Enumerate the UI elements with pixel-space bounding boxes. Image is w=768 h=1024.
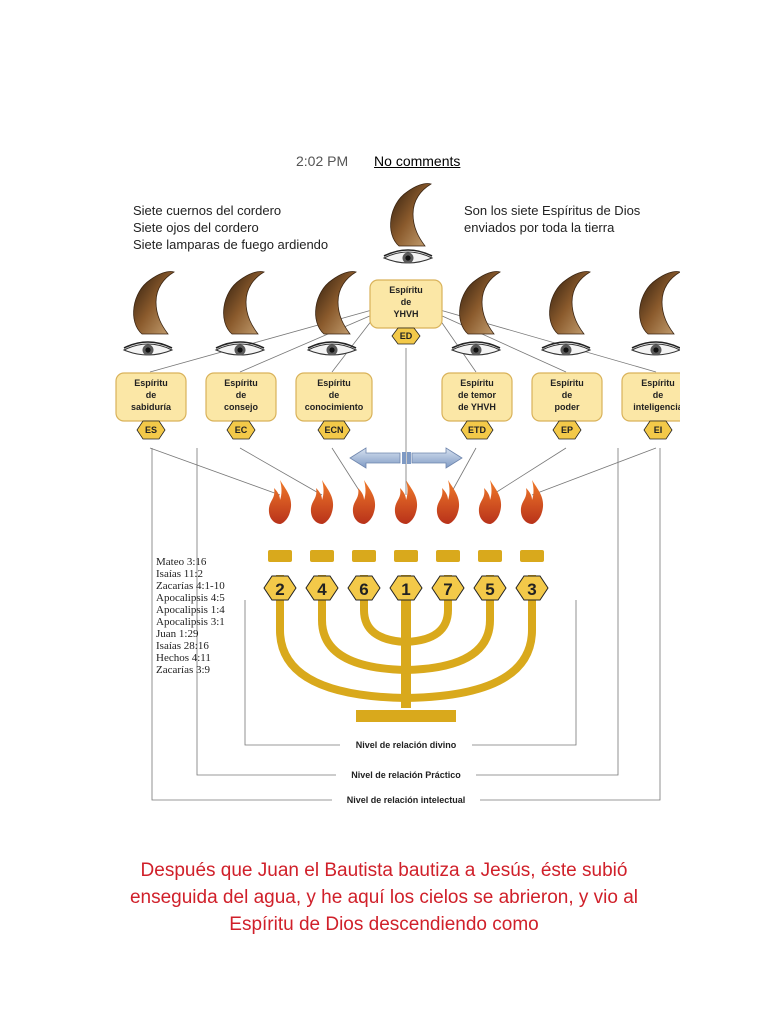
eye-icon-5 bbox=[541, 341, 591, 357]
eye-icon-6 bbox=[631, 341, 680, 357]
center-spirit-code: ED bbox=[400, 331, 413, 341]
svg-text:conocimiento: conocimiento bbox=[305, 402, 364, 412]
svg-text:Hechos 4:11: Hechos 4:11 bbox=[156, 652, 211, 664]
lamp-number-1: 2 bbox=[263, 575, 297, 601]
spirit-box-6: Espíritu de inteligencia EI bbox=[621, 372, 680, 440]
post-caption: Después que Juan el Bautista bautiza a J… bbox=[129, 860, 639, 935]
svg-text:Espíritu: Espíritu bbox=[389, 285, 423, 295]
svg-text:Espíritu: Espíritu bbox=[550, 378, 584, 388]
svg-text:Juan 1:29: Juan 1:29 bbox=[156, 628, 199, 640]
horn-icon-6 bbox=[639, 271, 680, 335]
post-meta: 2:02 PM No comments bbox=[296, 153, 460, 169]
comments-link[interactable]: No comments bbox=[374, 153, 461, 169]
svg-text:1: 1 bbox=[401, 580, 410, 599]
menorah-icon bbox=[276, 575, 536, 722]
left-line-3: Siete lamparas de fuego ardiendo bbox=[133, 237, 328, 252]
eye-icon-3 bbox=[307, 341, 357, 357]
svg-text:3: 3 bbox=[527, 580, 536, 599]
level-practical: Nivel de relación Práctico bbox=[351, 770, 461, 780]
svg-text:Espíritu: Espíritu bbox=[317, 378, 351, 388]
svg-text:Zacarías 3:9: Zacarías 3:9 bbox=[156, 664, 211, 676]
svg-text:7: 7 bbox=[443, 580, 452, 599]
scripture-references: Mateo 3:16 Isaías 11:2 Zacarías 4:1-10 A… bbox=[156, 556, 225, 676]
svg-text:Apocalipsis 1:4: Apocalipsis 1:4 bbox=[156, 604, 225, 616]
svg-text:de: de bbox=[236, 390, 247, 400]
svg-text:Apocalipsis 3:1: Apocalipsis 3:1 bbox=[156, 616, 225, 628]
center-spirit-box: Espíritu de YHVH ED bbox=[369, 279, 443, 345]
spirit-box-2: Espíritu de consejo EC bbox=[205, 372, 277, 440]
svg-text:de: de bbox=[146, 390, 157, 400]
flame-icon-5 bbox=[436, 480, 460, 524]
right-description: Son los siete Espíritus de Dios enviados… bbox=[464, 203, 641, 235]
lamp-number-6: 5 bbox=[473, 575, 507, 601]
svg-text:EC: EC bbox=[235, 425, 248, 435]
svg-text:ECN: ECN bbox=[324, 425, 343, 435]
svg-text:Isaías 28:16: Isaías 28:16 bbox=[156, 640, 209, 652]
lamp-number-2: 4 bbox=[305, 575, 339, 601]
eye-icon-2 bbox=[215, 341, 265, 357]
flame-icon-2 bbox=[310, 480, 334, 524]
level-intellectual: Nivel de relación intelectual bbox=[347, 795, 466, 805]
svg-text:ES: ES bbox=[145, 425, 157, 435]
horn-icon-4 bbox=[459, 271, 501, 335]
svg-text:Espíritu: Espíritu bbox=[224, 378, 258, 388]
level-divine: Nivel de relación divino bbox=[356, 740, 457, 750]
left-description: Siete cuernos del cordero Siete ojos del… bbox=[133, 203, 328, 252]
svg-text:sabiduría: sabiduría bbox=[131, 402, 172, 412]
svg-text:de: de bbox=[653, 390, 664, 400]
lamp-number-4: 1 bbox=[389, 575, 423, 601]
svg-text:de: de bbox=[401, 297, 412, 307]
post-time: 2:02 PM bbox=[296, 153, 349, 169]
svg-text:Apocalipsis 4:5: Apocalipsis 4:5 bbox=[156, 592, 225, 604]
svg-text:Zacarías 4:1-10: Zacarías 4:1-10 bbox=[156, 580, 225, 592]
lamp-number-5: 7 bbox=[431, 575, 465, 601]
svg-text:Espíritu: Espíritu bbox=[641, 378, 675, 388]
flame-icon-6 bbox=[478, 480, 502, 524]
menorah-diagram: Siete cuernos del cordero Siete ojos del… bbox=[100, 180, 680, 815]
svg-text:2: 2 bbox=[275, 580, 284, 599]
eye-icon-4 bbox=[451, 341, 501, 357]
flame-icon-1 bbox=[268, 480, 292, 524]
svg-text:EI: EI bbox=[654, 425, 663, 435]
svg-text:de YHVH: de YHVH bbox=[458, 402, 496, 412]
svg-text:Espíritu: Espíritu bbox=[134, 378, 168, 388]
svg-text:EP: EP bbox=[561, 425, 573, 435]
lamp-number-3: 6 bbox=[347, 575, 381, 601]
svg-text:inteligencia: inteligencia bbox=[633, 402, 680, 412]
right-line-2: enviados por toda la tierra bbox=[464, 220, 615, 235]
spirit-box-1: Espíritu de sabiduría ES bbox=[115, 372, 187, 440]
horn-icon-2 bbox=[223, 271, 265, 335]
relation-levels: Nivel de relación divino Nivel de relaci… bbox=[332, 737, 480, 806]
svg-text:5: 5 bbox=[485, 580, 494, 599]
left-line-1: Siete cuernos del cordero bbox=[133, 203, 281, 218]
svg-text:6: 6 bbox=[359, 580, 368, 599]
svg-text:consejo: consejo bbox=[224, 402, 259, 412]
double-arrow-icon bbox=[349, 447, 463, 469]
spirit-box-5: Espíritu de poder EP bbox=[531, 372, 603, 440]
svg-text:de temor: de temor bbox=[458, 390, 497, 400]
center-eye-icon bbox=[383, 249, 433, 265]
svg-text:Isaías 11:2: Isaías 11:2 bbox=[156, 568, 203, 580]
svg-text:ETD: ETD bbox=[468, 425, 487, 435]
svg-text:4: 4 bbox=[317, 580, 327, 599]
center-horn-icon bbox=[390, 183, 432, 247]
spirit-box-3: Espíritu de conocimiento ECN bbox=[295, 372, 373, 440]
svg-text:de: de bbox=[329, 390, 340, 400]
svg-text:Mateo 3:16: Mateo 3:16 bbox=[156, 556, 207, 568]
svg-text:de: de bbox=[562, 390, 573, 400]
eye-icon-1 bbox=[123, 341, 173, 357]
right-line-1: Son los siete Espíritus de Dios bbox=[464, 203, 641, 218]
horn-icon-1 bbox=[133, 271, 175, 335]
svg-text:poder: poder bbox=[554, 402, 579, 412]
menorah-cups bbox=[268, 550, 544, 562]
horn-icon-5 bbox=[549, 271, 591, 335]
lamp-number-7: 3 bbox=[515, 575, 549, 601]
left-line-2: Siete ojos del cordero bbox=[133, 220, 259, 235]
svg-text:Espíritu: Espíritu bbox=[460, 378, 494, 388]
svg-text:YHVH: YHVH bbox=[393, 309, 418, 319]
spirit-box-4: Espíritu de temor de YHVH ETD bbox=[441, 372, 513, 440]
flame-icon-7 bbox=[520, 480, 544, 524]
